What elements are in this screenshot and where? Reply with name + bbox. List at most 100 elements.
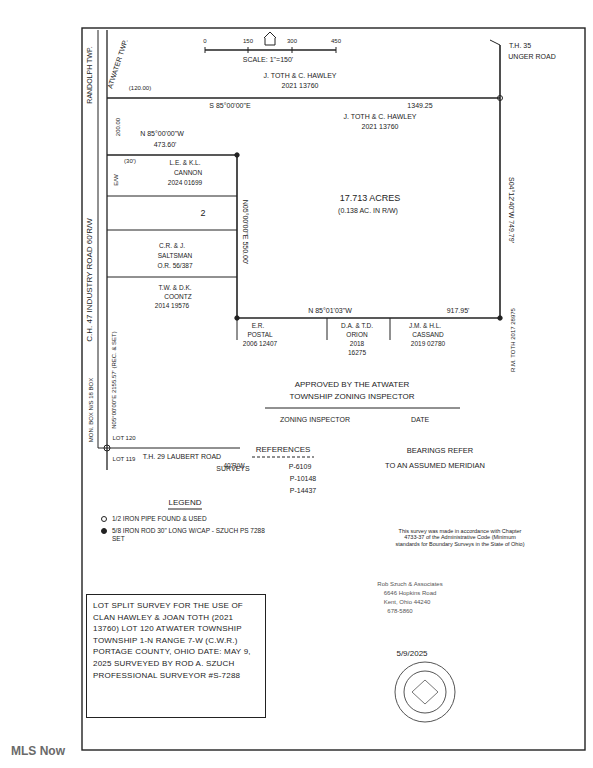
plat-label: 150	[243, 38, 253, 45]
plat-label: ORION	[346, 331, 367, 338]
plat-label: 300	[287, 38, 297, 45]
plat-label: J. TOTH & C. HAWLEY	[344, 113, 417, 121]
plat-label: P-6109	[289, 463, 312, 471]
scale-bar	[205, 49, 336, 50]
boundary-line	[499, 45, 501, 318]
plat-label: R.M. TOTH 2017 28975	[510, 308, 517, 372]
plat-label: N05°00'00"E 2155.57' (REC. & SET)	[111, 331, 118, 429]
plat-label: N05°00'00"E 550.00'	[241, 200, 249, 264]
boundary-line	[107, 97, 500, 99]
plat-label: MON. BOX N/S 18 BOX	[88, 378, 95, 442]
plat-label: TOWNSHIP ZONING INSPECTOR	[290, 392, 415, 401]
plat-label: T.H. 29 LAUBERT ROAD	[143, 453, 221, 461]
plat-label: COONTZ	[164, 293, 191, 300]
plat-label: N 85°00'00"W	[140, 130, 184, 138]
plat-label: S 85°00'00"E	[209, 102, 250, 110]
parcel-line	[107, 230, 237, 231]
underline	[168, 509, 202, 510]
plat-label: This survey was made in accordance with …	[393, 528, 528, 547]
iron-rod-symbol	[498, 316, 502, 320]
plat-label: (30')	[124, 158, 136, 165]
boundary-line	[236, 155, 238, 318]
iron-rod-symbol	[235, 153, 239, 157]
plat-label: 2019 02780	[411, 340, 445, 347]
plat-label: 2	[200, 208, 205, 218]
plat-label: C.H. 47 INDUSTRY ROAD 60'R/W	[85, 218, 94, 341]
plat-label: 17.713 ACRES	[340, 193, 401, 203]
seal-emblem	[412, 680, 438, 704]
plat-label: E.R.	[252, 322, 265, 329]
surveyor-seal	[395, 662, 455, 722]
plat-label: 2021 13760	[362, 123, 399, 131]
plat-label: T.W. & D.K.	[158, 284, 191, 291]
surveyor-seal	[404, 671, 446, 713]
plat-label: SURVEYS	[216, 465, 249, 473]
plat-label: Kent, Ohio 44240	[384, 599, 431, 606]
parcel-line	[107, 196, 237, 197]
plat-label: CASSAND	[412, 331, 443, 338]
plat-label: 200.00	[115, 118, 122, 136]
scale-tick	[248, 47, 249, 53]
parcel-line	[327, 318, 328, 340]
plat-label: 0	[203, 38, 206, 45]
plat-label: 473.60'	[154, 141, 177, 149]
boundary-line	[107, 154, 237, 156]
legend-text: 1/2 IRON PIPE FOUND & USED	[112, 515, 207, 522]
signature-line	[265, 408, 460, 409]
plat-label: ZONING INSPECTOR	[280, 416, 350, 424]
plat-label: POSTAL	[247, 331, 272, 338]
plat-label: DATE	[411, 416, 429, 424]
plat-label: UNGER ROAD	[508, 53, 555, 61]
iron-pipe-symbol	[102, 517, 107, 522]
plat-label: LEGEND	[169, 498, 202, 507]
plat-label: ATWATER TWP.	[106, 38, 130, 89]
plat-label: E/W	[113, 174, 120, 185]
underline	[252, 457, 314, 458]
plat-label: P-14437	[290, 487, 316, 495]
iron-pipe-symbol	[498, 96, 503, 101]
plat-label: TO AN ASSUMED MERIDIAN	[385, 462, 485, 471]
legend-entry: 1/2 IRON PIPE FOUND & USED	[112, 515, 277, 523]
plat-label: APPROVED BY THE ATWATER	[295, 380, 410, 389]
plat-label: 917.95'	[447, 307, 470, 315]
legend-text: 5/8 IRON ROD 30" LONG W/CAP - SZUCH PS 7…	[112, 527, 265, 542]
plat-label: Rob Szuch & Associates	[377, 581, 442, 588]
plat-label: SALTSMAN	[158, 252, 193, 259]
scale-tick	[292, 47, 293, 53]
parcel-line	[237, 318, 238, 340]
plat-label: 2021 13760	[282, 82, 319, 90]
plat-label: J. TOTH & C. HAWLEY	[264, 72, 337, 80]
plat-label: L.E. & K.L.	[169, 159, 200, 166]
plat-label: 678-5860	[387, 608, 412, 615]
plat-label: REFERENCES	[256, 445, 311, 454]
sheet-border	[82, 28, 585, 750]
plat-label: (0.138 AC. IN R/W)	[338, 207, 398, 215]
plat-label: 5/9/2025	[396, 649, 427, 658]
parcel-line	[390, 318, 391, 340]
plat-label: O.R. 56/387	[157, 262, 192, 269]
iron-rod-symbol	[235, 316, 239, 320]
plat-label: BEARINGS REFER	[407, 447, 473, 456]
plat-label: LOT 119	[113, 456, 136, 463]
plat-label: 2014 19576	[155, 302, 189, 309]
plat-label: J.M. & H.L.	[409, 322, 441, 329]
plat-label: CANNON	[174, 169, 202, 176]
plat-label: 1349.25	[407, 102, 432, 110]
plat-label: LOT 120	[112, 435, 135, 442]
parcel-line	[107, 277, 237, 278]
road-line	[98, 448, 240, 449]
plat-label: T.H. 35	[509, 42, 531, 50]
plat-label: S04°12'40"W 749.79'	[507, 177, 515, 243]
title-text: LOT SPLIT SURVEY FOR THE USE OF CLAN HAW…	[93, 600, 259, 681]
plat-label: (120.00)	[129, 85, 151, 92]
title-block: LOT SPLIT SURVEY FOR THE USE OF CLAN HAW…	[86, 594, 266, 718]
monument-box	[104, 445, 110, 451]
road-centerline	[106, 30, 107, 470]
north-house-icon	[264, 32, 276, 45]
plat-label: 16275	[348, 349, 366, 356]
boundary-line	[237, 317, 500, 319]
plat-label: RANDOLPH TWP.	[86, 46, 94, 103]
road-line	[490, 40, 500, 45]
road-edge	[98, 30, 99, 448]
plat-label: 450	[331, 38, 341, 45]
